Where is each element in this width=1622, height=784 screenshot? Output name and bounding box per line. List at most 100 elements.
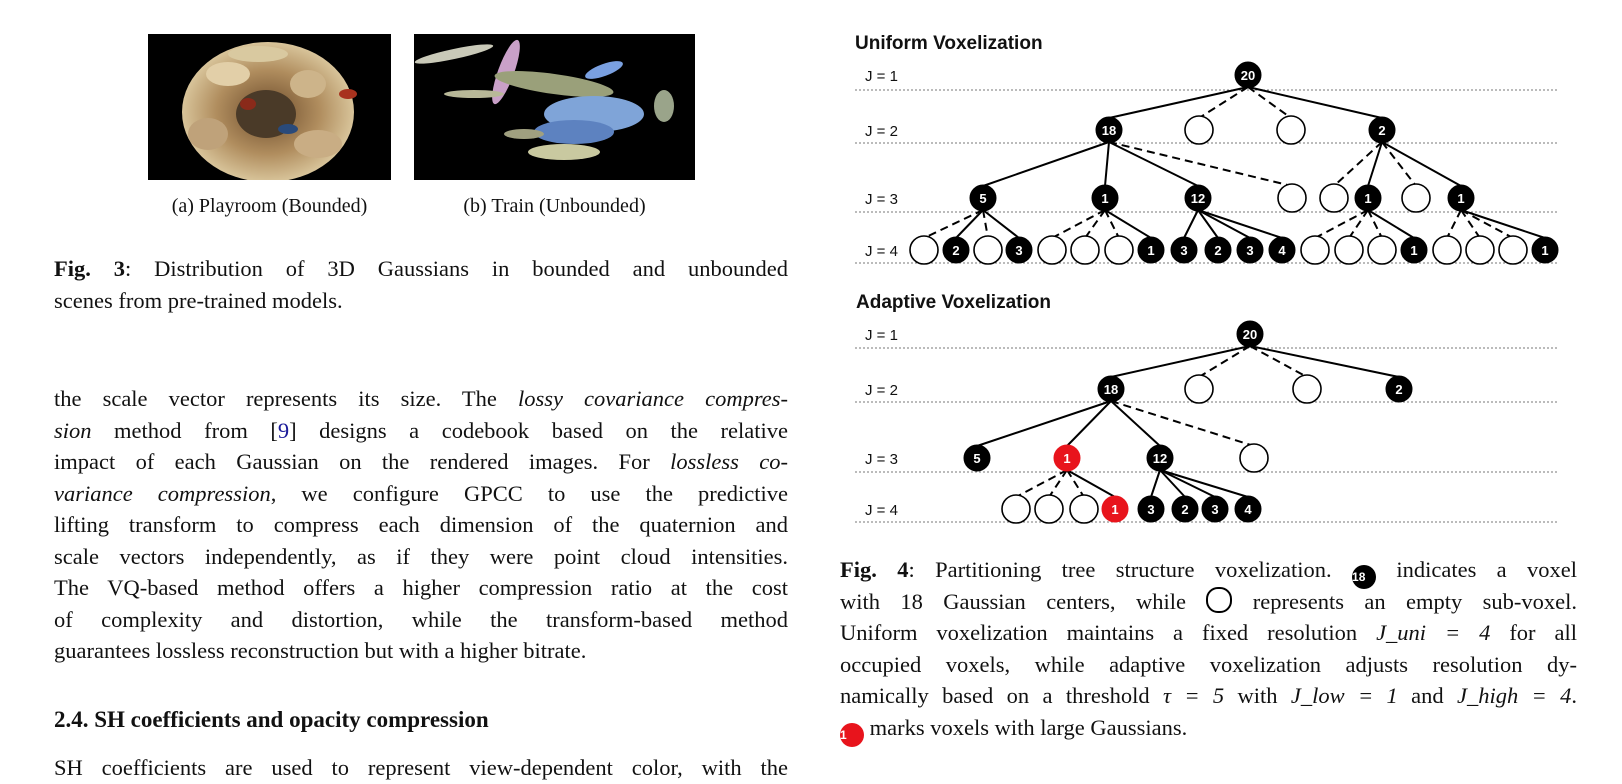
playroom-render-image xyxy=(148,34,391,180)
uniform-voxel-node xyxy=(1531,236,1559,264)
uniform-voxel-node xyxy=(1095,116,1123,144)
filled-voxel-badge: 18 xyxy=(1352,565,1377,589)
uniform-voxel-node xyxy=(1091,184,1119,212)
uniform-edge xyxy=(1314,209,1369,239)
adaptive-edge xyxy=(1015,469,1068,498)
uniform-voxelization-title: Uniform Voxelization xyxy=(855,33,1043,54)
uniform-node-count: 4 xyxy=(1278,243,1286,258)
uniform-node-count: 3 xyxy=(1180,243,1187,258)
adaptive-node-count: 20 xyxy=(1243,327,1257,342)
fig4-caption: Fig. 4: Partitioning tree structure voxe… xyxy=(840,554,1577,747)
uniform-empty-voxel-node xyxy=(1498,235,1528,265)
uniform-empty-voxel-node xyxy=(1465,235,1495,265)
uniform-node-count: 3 xyxy=(1015,243,1022,258)
adaptive-edge xyxy=(1150,469,1161,498)
uniform-voxel-node xyxy=(942,236,970,264)
adaptive-voxel-node xyxy=(1137,495,1165,523)
adaptive-node-count: 1 xyxy=(1063,451,1070,466)
uniform-empty-voxel-node xyxy=(1184,115,1214,145)
adaptive-empty-voxel-node xyxy=(1069,494,1099,524)
adaptive-voxel-node xyxy=(1236,320,1264,348)
adaptive-node-count: 12 xyxy=(1153,451,1167,466)
adaptive-edge xyxy=(1159,469,1249,498)
uniform-level-label: J = 3 xyxy=(865,191,898,208)
adaptive-empty-voxel-node xyxy=(1292,374,1322,404)
adaptive-voxelization-title: Adaptive Voxelization xyxy=(856,292,1051,313)
uniform-node-count: 18 xyxy=(1102,123,1116,138)
adaptive-node-count: 3 xyxy=(1211,502,1218,517)
adaptive-edge xyxy=(1048,469,1068,498)
uniform-edge xyxy=(1197,209,1251,239)
uniform-node-count: 1 xyxy=(1101,191,1108,206)
uniform-empty-voxel-node xyxy=(1319,183,1349,213)
adaptive-edge xyxy=(1249,345,1400,378)
uniform-node-count: 1 xyxy=(1541,243,1548,258)
adaptive-empty-voxel-node xyxy=(1001,494,1031,524)
uniform-node-count: 2 xyxy=(1378,123,1385,138)
adaptive-voxel-node xyxy=(963,444,991,472)
adaptive-edge xyxy=(1066,400,1112,447)
uniform-edge xyxy=(1460,209,1481,239)
adaptive-empty-voxel-node xyxy=(1239,443,1269,473)
uniform-empty-voxel-node xyxy=(1276,115,1306,145)
uniform-empty-voxel-node xyxy=(1104,235,1134,265)
uniform-node-count: 1 xyxy=(1364,191,1371,206)
adaptive-edge xyxy=(1159,469,1186,498)
adaptive-empty-voxel-node xyxy=(1184,374,1214,404)
uniform-voxel-node xyxy=(1170,236,1198,264)
adaptive-level-label: J = 2 xyxy=(865,382,898,399)
uniform-edge xyxy=(1051,209,1106,239)
large-gaussian-badge: 1 xyxy=(840,722,864,747)
uniform-edge xyxy=(1333,141,1383,187)
uniform-node-count: 1 xyxy=(1147,243,1154,258)
uniform-voxel-node xyxy=(969,184,997,212)
train-render-image xyxy=(414,34,695,180)
uniform-edge xyxy=(1104,209,1120,239)
adaptive-level-label: J = 3 xyxy=(865,451,898,468)
uniform-edge xyxy=(1367,209,1415,239)
adaptive-voxel-node xyxy=(1385,375,1413,403)
uniform-empty-voxel-node xyxy=(1334,235,1364,265)
adaptive-node-count: 5 xyxy=(973,451,980,466)
uniform-edge xyxy=(1198,86,1249,119)
uniform-edge xyxy=(955,209,984,239)
uniform-level-label: J = 1 xyxy=(865,68,898,85)
adaptive-node-count: 2 xyxy=(1181,502,1188,517)
uniform-empty-voxel-node xyxy=(1300,235,1330,265)
uniform-edge xyxy=(1247,86,1292,119)
uniform-edge xyxy=(1197,209,1219,239)
uniform-node-count: 20 xyxy=(1241,68,1255,83)
uniform-edge xyxy=(1108,86,1249,119)
uniform-voxel-node xyxy=(1234,61,1262,89)
adaptive-edge xyxy=(1159,469,1216,498)
uniform-voxel-node xyxy=(1447,184,1475,212)
adaptive-edge xyxy=(1066,469,1085,498)
uniform-edge xyxy=(1460,209,1546,239)
adaptive-large-voxel-node xyxy=(1053,444,1081,472)
uniform-edge xyxy=(982,209,1020,239)
adaptive-voxel-node xyxy=(1201,495,1229,523)
subcaption-train: (b) Train (Unbounded) xyxy=(463,195,646,217)
uniform-voxel-node xyxy=(1368,116,1396,144)
empty-voxel-icon xyxy=(1206,586,1233,613)
uniform-edge xyxy=(1446,209,1462,239)
uniform-edge xyxy=(1348,209,1369,239)
uniform-edge xyxy=(1197,209,1283,239)
adaptive-node-count: 2 xyxy=(1395,382,1402,397)
uniform-voxel-node xyxy=(1184,184,1212,212)
adaptive-edge xyxy=(976,400,1112,447)
adaptive-level-label: J = 4 xyxy=(865,502,898,519)
uniform-empty-voxel-node xyxy=(1432,235,1462,265)
uniform-edge xyxy=(982,209,989,239)
adaptive-voxel-node xyxy=(1234,495,1262,523)
citation-link[interactable]: 9 xyxy=(277,417,290,443)
uniform-voxel-node xyxy=(1236,236,1264,264)
uniform-edge xyxy=(923,209,984,239)
uniform-node-count: 3 xyxy=(1246,243,1253,258)
uniform-edge xyxy=(1108,141,1199,187)
uniform-node-count: 1 xyxy=(1410,243,1417,258)
fig3-label: Fig. 3 xyxy=(54,256,126,281)
uniform-edge xyxy=(1108,141,1293,187)
uniform-edge xyxy=(1183,209,1199,239)
adaptive-edge xyxy=(1110,345,1251,378)
